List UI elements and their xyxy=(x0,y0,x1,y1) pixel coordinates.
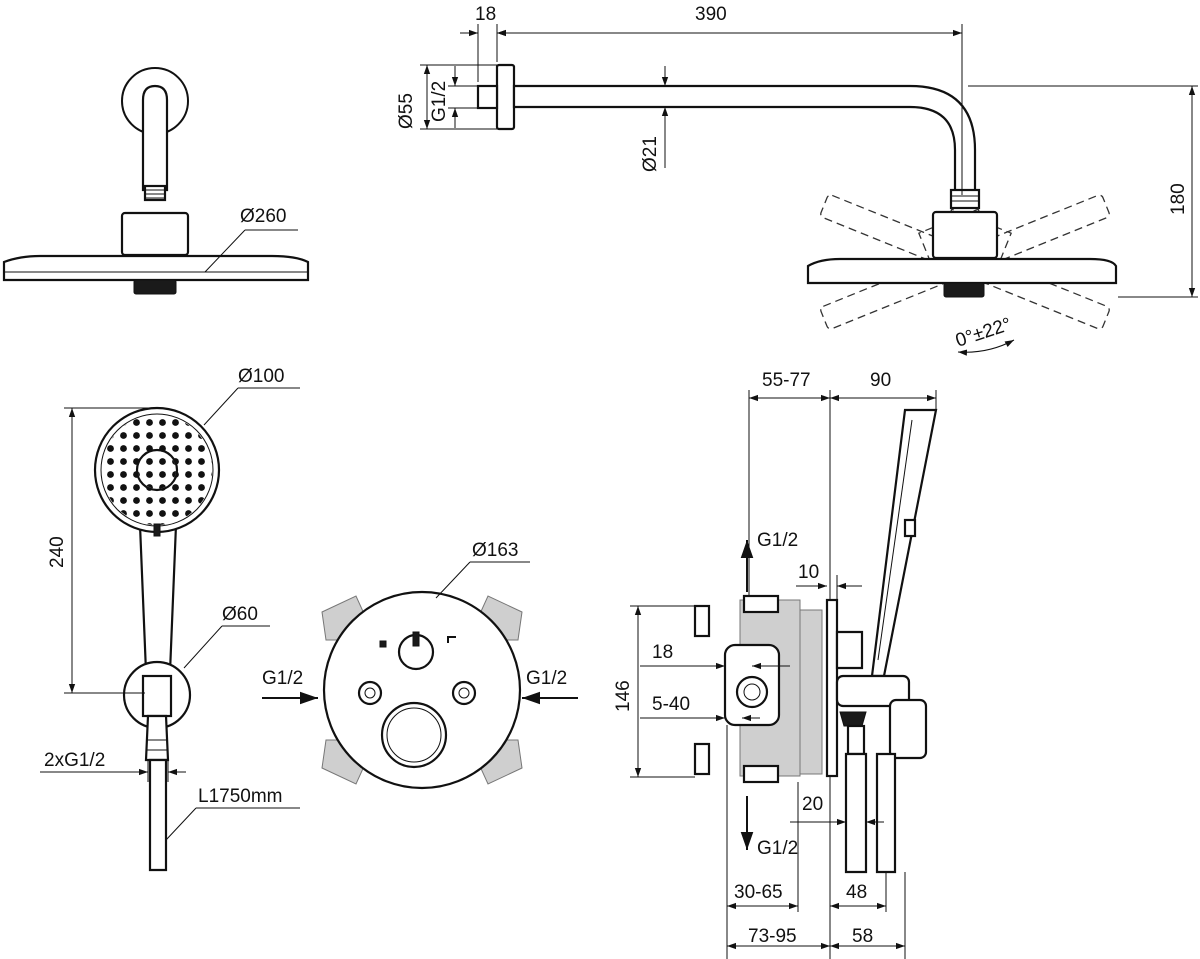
mounting-frame xyxy=(799,609,823,775)
holder-arm xyxy=(835,674,911,708)
overhead-head-diameter-label: Ø260 xyxy=(240,206,286,227)
shower-hose xyxy=(148,758,168,872)
hand-shower-projection-label: 90 xyxy=(870,370,891,391)
body-depth-range-label: 30-65 xyxy=(734,882,783,903)
left-stop xyxy=(357,680,383,706)
overhead-symbol xyxy=(379,640,387,648)
flange-diameter-label: Ø55 xyxy=(396,93,417,129)
inlet-thread-stub xyxy=(476,84,499,110)
wall-flange-side xyxy=(495,63,516,131)
overhead-inlet-thread-label: G1/2 xyxy=(429,81,450,122)
hand-shower-view: 240 Ø100 Ø60 2xG1/2 L1750mm xyxy=(40,366,300,872)
hand-shower-handle xyxy=(138,523,178,674)
arm-length-label: 390 xyxy=(695,4,727,25)
overhead-head-side xyxy=(806,257,1118,285)
bottom-outlet-label: G1/2 xyxy=(757,838,798,859)
hand-shower-symbol xyxy=(447,636,456,643)
right-stop xyxy=(451,680,477,706)
shower-arm-side xyxy=(512,84,977,194)
cover-plate-side xyxy=(825,598,839,778)
side-hose-2 xyxy=(875,752,897,874)
spout-offset-label: 20 xyxy=(802,794,823,815)
arm-diameter-label: Ø21 xyxy=(640,136,661,172)
overhead-nozzle-side xyxy=(943,282,985,298)
overhead-head-connector-side xyxy=(931,210,999,260)
handle-total-projection-label: 58 xyxy=(852,926,873,947)
head-connector xyxy=(120,211,190,257)
trim-plate xyxy=(322,590,522,790)
tilt-angle-label: 0°±22° xyxy=(953,314,1014,352)
arm-offset-label: 18 xyxy=(475,4,496,25)
hose-length-label: L1750mm xyxy=(198,786,283,807)
total-depth-range-label: 73-95 xyxy=(748,926,797,947)
head-nozzle xyxy=(133,279,177,295)
mixer-side-view: G1/2 G1/2 55-77 90 10 146 18 5-40 20 xyxy=(613,370,938,959)
overhead-shower-front-view: Ø260 xyxy=(2,67,310,295)
right-inlet-label: G1/2 xyxy=(526,668,567,689)
body-height-label: 146 xyxy=(613,680,634,712)
left-inlet-label: G1/2 xyxy=(262,668,303,689)
hand-shower-length-label: 240 xyxy=(47,536,68,568)
shower-arm-front xyxy=(141,84,169,192)
installation-depth-label: 55-77 xyxy=(762,370,811,391)
overhead-shower-side-view: 18 390 Ø55 G1/2 Ø21 180 0°±22° xyxy=(396,4,1198,356)
hand-shower-diameter-label: Ø100 xyxy=(238,366,284,387)
side-hose xyxy=(844,752,868,874)
top-outlet-label: G1/2 xyxy=(757,530,798,551)
arm-swivel-nut xyxy=(949,188,981,210)
trim-plate-front-view: G1/2 G1/2 Ø163 xyxy=(262,540,578,790)
lower-inlet-pipe xyxy=(693,742,711,776)
thermostat-knob xyxy=(380,701,448,769)
plate-gap-label: 10 xyxy=(798,562,819,583)
inlet-offset-label: 18 xyxy=(652,642,673,663)
diverter-stem xyxy=(835,630,864,670)
holder-diameter-label: Ø60 xyxy=(222,604,258,625)
hose-connector xyxy=(144,714,170,762)
holder-bracket xyxy=(141,674,173,718)
upper-inlet-pipe xyxy=(693,604,711,638)
overhead-height-label: 180 xyxy=(1168,183,1189,215)
overhead-head-disk xyxy=(2,254,310,282)
trim-plate-diameter-label: Ø163 xyxy=(472,540,518,561)
outlet-elbow xyxy=(839,711,867,727)
holder-threads-label: 2xG1/2 xyxy=(44,750,105,771)
adjust-range-label: 5-40 xyxy=(652,694,690,715)
thermostat-knob-side xyxy=(888,698,928,760)
handle-projection-label: 48 xyxy=(846,882,867,903)
